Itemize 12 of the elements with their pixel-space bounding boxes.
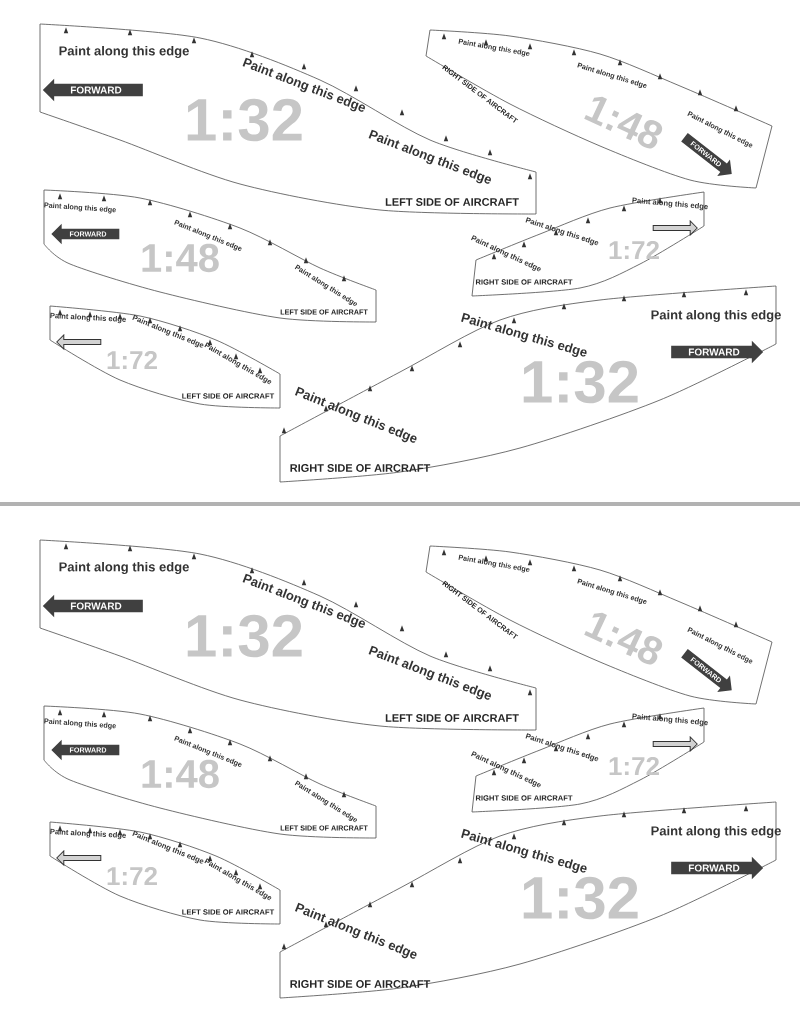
scale-numeral: 1:72: [107, 350, 157, 370]
scale-numeral: 1:48: [142, 759, 219, 789]
scale-numeral: 1:32: [187, 614, 302, 658]
scale-numeral: 1:48: [584, 96, 663, 149]
scale-numeral: 1:48: [584, 612, 663, 665]
scale-numeral: 1:48: [142, 243, 219, 273]
scale-numeral: 1:32: [523, 360, 638, 404]
scale-numeral: 1:72: [609, 240, 659, 260]
scale-numeral: 1:32: [187, 98, 302, 142]
scale-numeral: 1:72: [609, 756, 659, 776]
scale-numeral: 1:72: [107, 866, 157, 886]
scale-numeral: 1:32: [523, 876, 638, 920]
